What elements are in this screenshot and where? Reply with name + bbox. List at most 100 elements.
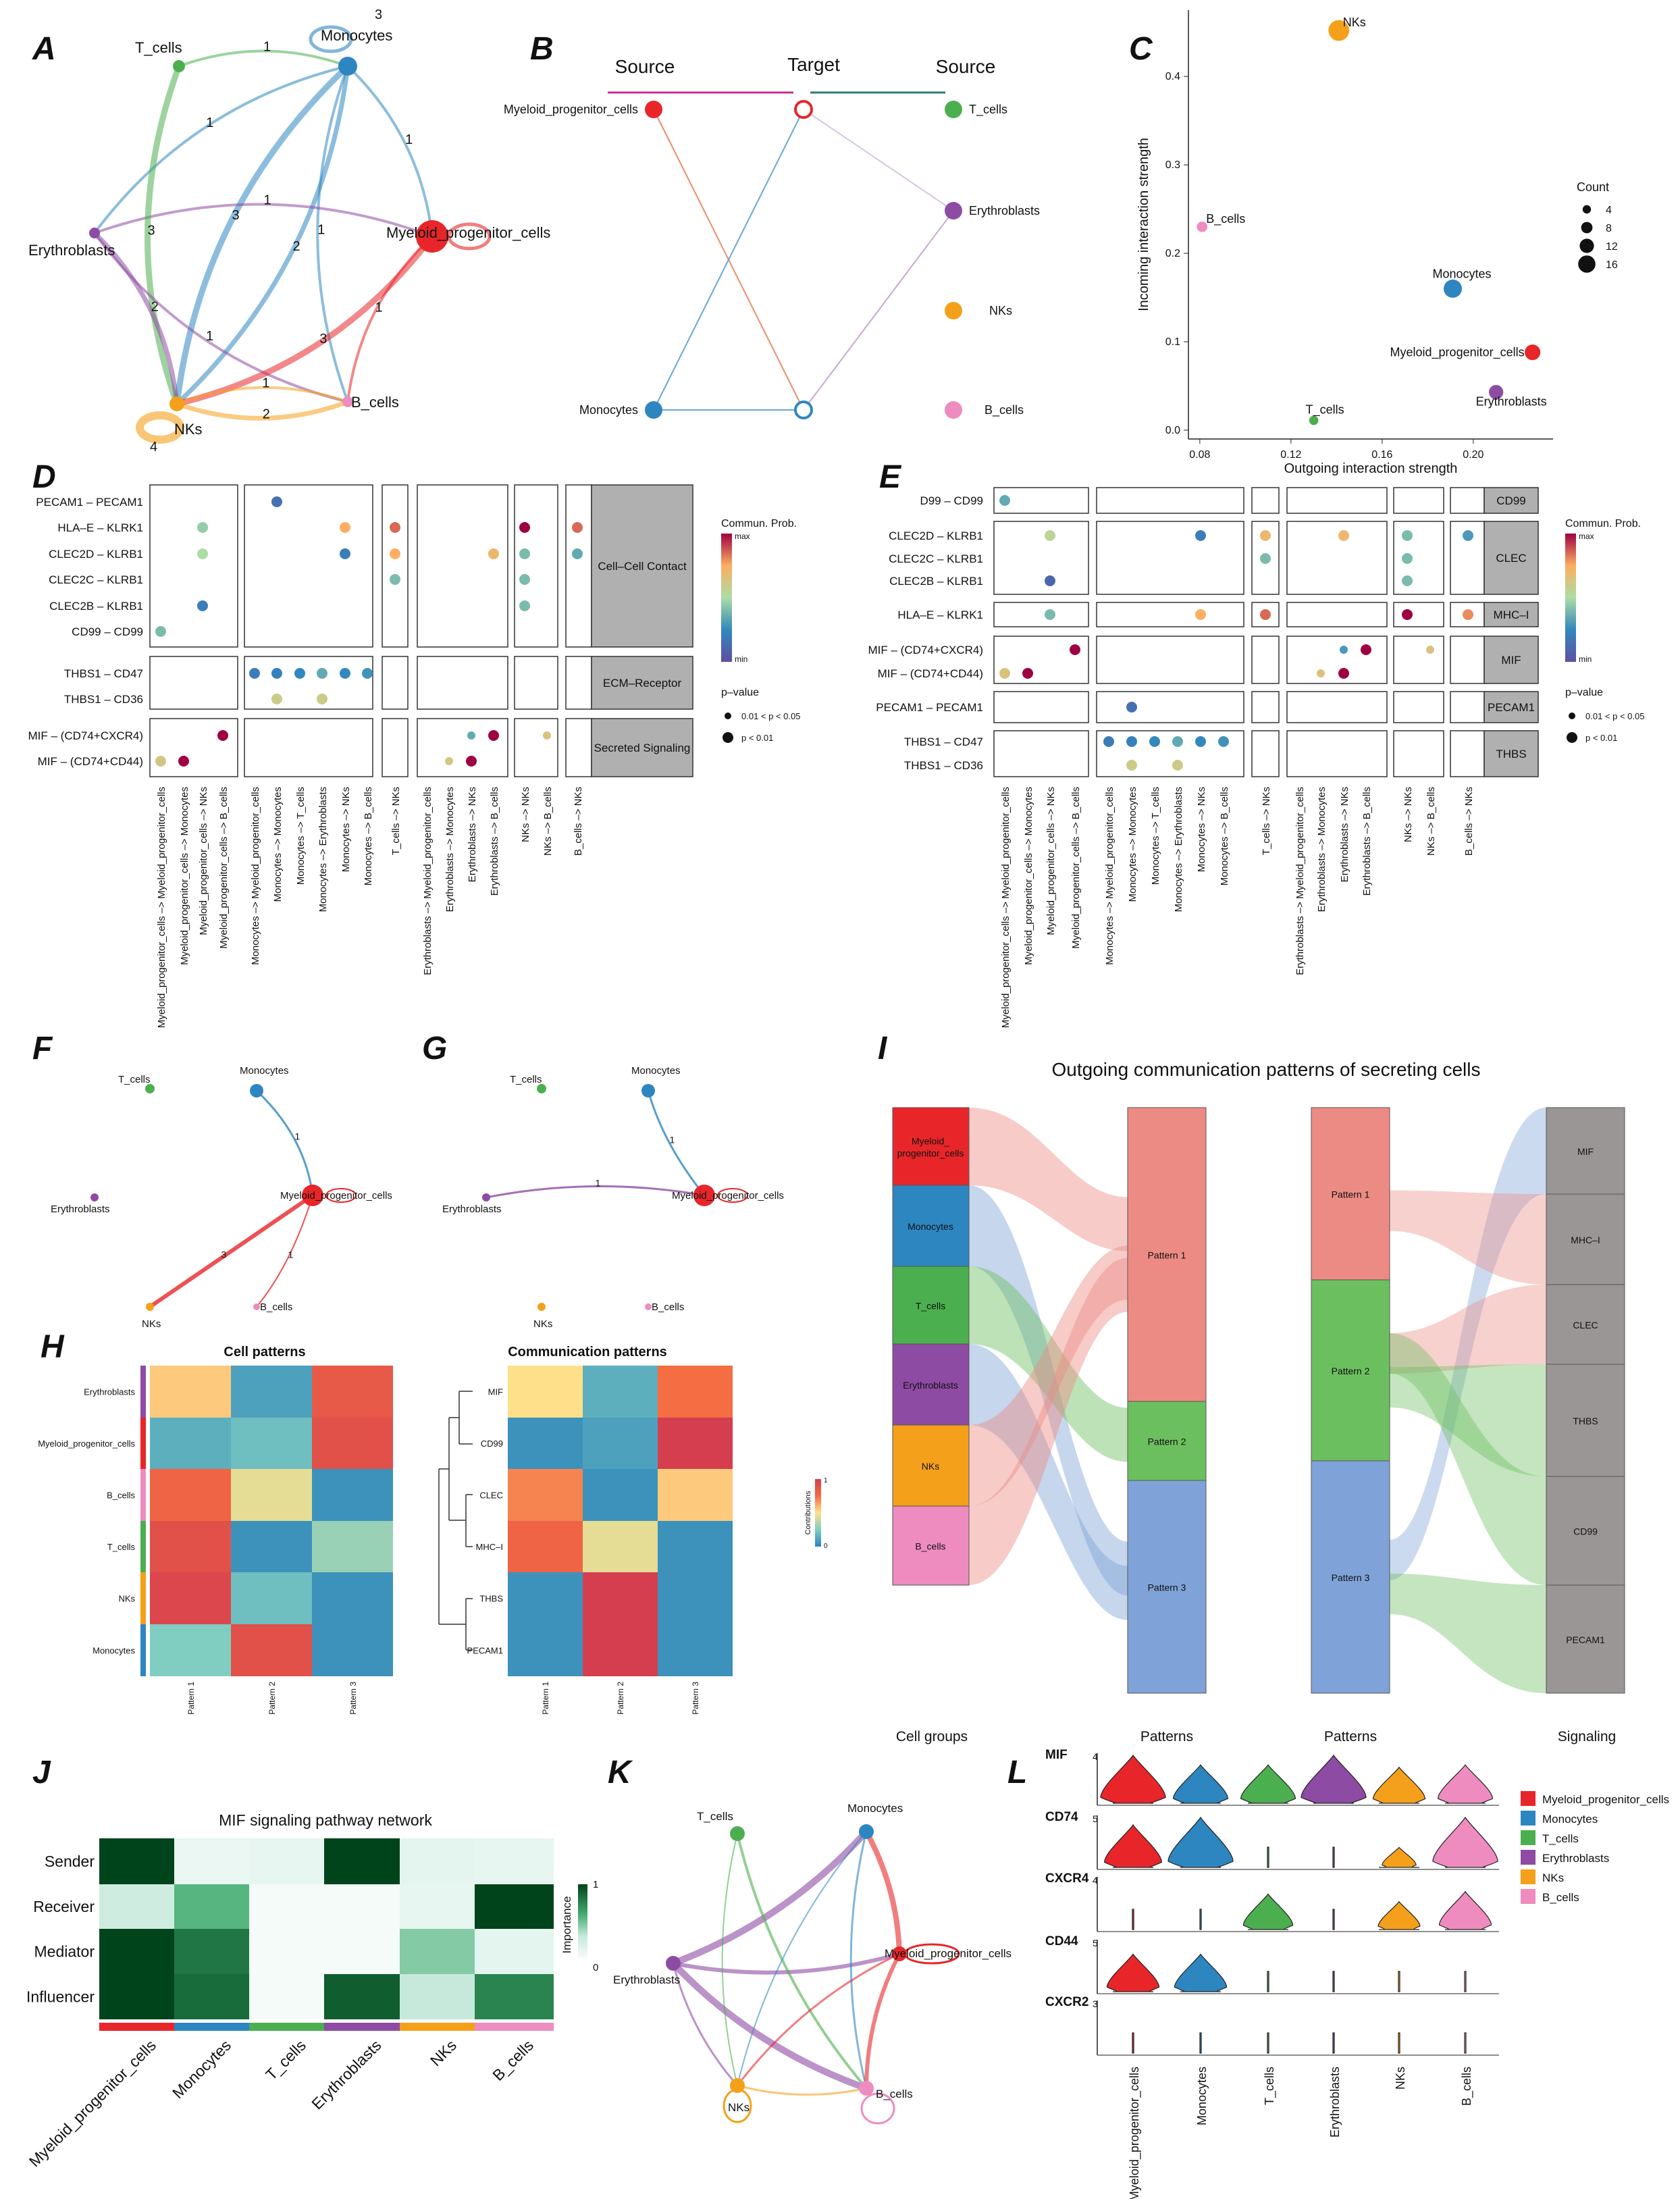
- node-label: NKs: [533, 1318, 552, 1330]
- cell-node: [892, 1946, 907, 1961]
- pattern-label: Pattern 3: [1332, 1572, 1370, 1583]
- source-node: [945, 401, 962, 419]
- violin-shape: [1199, 2032, 1202, 2054]
- cell-group-label: Myeloid_: [912, 1136, 949, 1147]
- flow-line: [803, 210, 954, 411]
- heatmap-cell: [150, 1624, 231, 1676]
- heatmap-col-label: NKs: [427, 2036, 460, 2069]
- cell-node: [90, 1193, 99, 1201]
- panel-label-k: K: [608, 1755, 633, 1790]
- heatmap-col-label: Pattern 3: [348, 1682, 358, 1715]
- violin-shape: [1172, 1764, 1229, 1804]
- edge-label: 1: [295, 1131, 300, 1142]
- colorbar-title: Contributions: [804, 1491, 812, 1534]
- facet-strip-label: MHC–I: [1494, 609, 1529, 621]
- gene-label: CD74: [1045, 1810, 1078, 1824]
- colorbar: [721, 534, 732, 662]
- column-color-bar: [99, 2023, 174, 2031]
- node-label: Myeloid_progenitor_cells: [386, 224, 550, 241]
- pattern-label: Pattern 1: [1148, 1250, 1186, 1261]
- facet-box: [1450, 636, 1485, 684]
- point-label: Monocytes: [1433, 267, 1492, 280]
- violin-shape: [1301, 1754, 1367, 1804]
- heatmap-col-label: T_cells: [262, 2036, 309, 2084]
- self-loop: [325, 1188, 357, 1203]
- facet-strip: [591, 484, 693, 648]
- cell-node: [89, 228, 100, 238]
- row-label: CLEC2D – KLRB1: [49, 548, 143, 561]
- interaction-dot: [1126, 760, 1137, 771]
- cell-node: [537, 1084, 546, 1093]
- river-flow: [1390, 1108, 1546, 1580]
- legend-label: Myeloid_progenitor_cells: [1542, 1793, 1669, 1806]
- panel-label-a: A: [32, 31, 56, 67]
- column-label: Erythroblasts –> B_cells: [1361, 787, 1373, 896]
- column-label: T_cells –> NKs: [390, 787, 402, 855]
- interaction-dot: [178, 756, 189, 767]
- heatmap-cell: [324, 1884, 400, 1929]
- column-color-bar: [174, 2023, 249, 2031]
- heatmap-row-label: CLEC: [479, 1491, 503, 1501]
- facet-box: [1393, 602, 1444, 627]
- network-edge: [145, 65, 182, 405]
- edge-label: 1: [288, 1249, 294, 1260]
- heatmap-cell: [174, 1884, 249, 1929]
- heatmap-cell: [312, 1366, 393, 1418]
- interaction-dot: [1195, 736, 1206, 747]
- heatmap-cell: [150, 1366, 231, 1418]
- violin-shape: [1464, 1971, 1467, 1992]
- violin-shape: [1372, 1766, 1426, 1804]
- x-tick-label: 0.20: [1463, 449, 1484, 461]
- interaction-dot: [390, 522, 400, 533]
- facet-box: [514, 656, 558, 710]
- heatmap-cell: [312, 1521, 393, 1572]
- river-flow: [969, 1258, 1128, 1585]
- interaction-dot: [1045, 575, 1055, 586]
- heatmap-cell: [400, 1929, 475, 1974]
- colorbar-max: max: [1579, 532, 1594, 541]
- interaction-dot: [1402, 609, 1413, 620]
- interaction-dot: [1402, 575, 1413, 586]
- column-color-bar: [249, 2023, 324, 2031]
- row-label: HLA–E – KLRK1: [897, 609, 983, 621]
- edge-label: 1: [262, 376, 269, 391]
- facet-box: [417, 484, 508, 648]
- heatmap-cell: [475, 1974, 554, 2019]
- cell-group-node: [892, 1505, 970, 1586]
- river-flow: [1390, 1364, 1546, 1476]
- interaction-dot: [572, 522, 583, 533]
- cell-node: [416, 220, 448, 253]
- interaction-dot: [1361, 644, 1371, 655]
- network-edge: [346, 235, 434, 403]
- row-color-bar: [140, 1366, 146, 1418]
- cell-node: [253, 1303, 260, 1310]
- interaction-dot: [1103, 736, 1114, 747]
- interaction-dot: [390, 548, 400, 559]
- river-axis-label: Patterns: [1140, 1729, 1193, 1744]
- row-color-bar: [140, 1624, 146, 1676]
- edge-label: 1: [375, 300, 382, 315]
- heatmap-row-label: THBS: [479, 1594, 503, 1604]
- row-color-bar: [140, 1418, 146, 1469]
- facet-box: [1096, 521, 1244, 595]
- edge-label: 1: [263, 193, 271, 208]
- river-flow: [969, 1185, 1128, 1596]
- row-color-bar: [140, 1469, 146, 1521]
- violin-shape: [1464, 2032, 1467, 2054]
- facet-box: [1096, 636, 1244, 684]
- network-edge: [175, 66, 350, 406]
- cell-group-label: Monocytes: [908, 1221, 953, 1232]
- cell-group-node: [892, 1185, 970, 1267]
- row-label: CLEC2C – KLRB1: [889, 552, 983, 565]
- signaling-node: [1546, 1364, 1625, 1477]
- colorbar-max: 1: [593, 1879, 598, 1890]
- cell-group-label: B_cells: [915, 1541, 945, 1552]
- point-label: NKs: [1343, 16, 1366, 29]
- self-loop-label: 4: [150, 440, 157, 455]
- column-label: Monocytes –> Monocytes: [1127, 787, 1138, 902]
- node-label: B_cells: [260, 1301, 292, 1313]
- source-node: [945, 202, 962, 219]
